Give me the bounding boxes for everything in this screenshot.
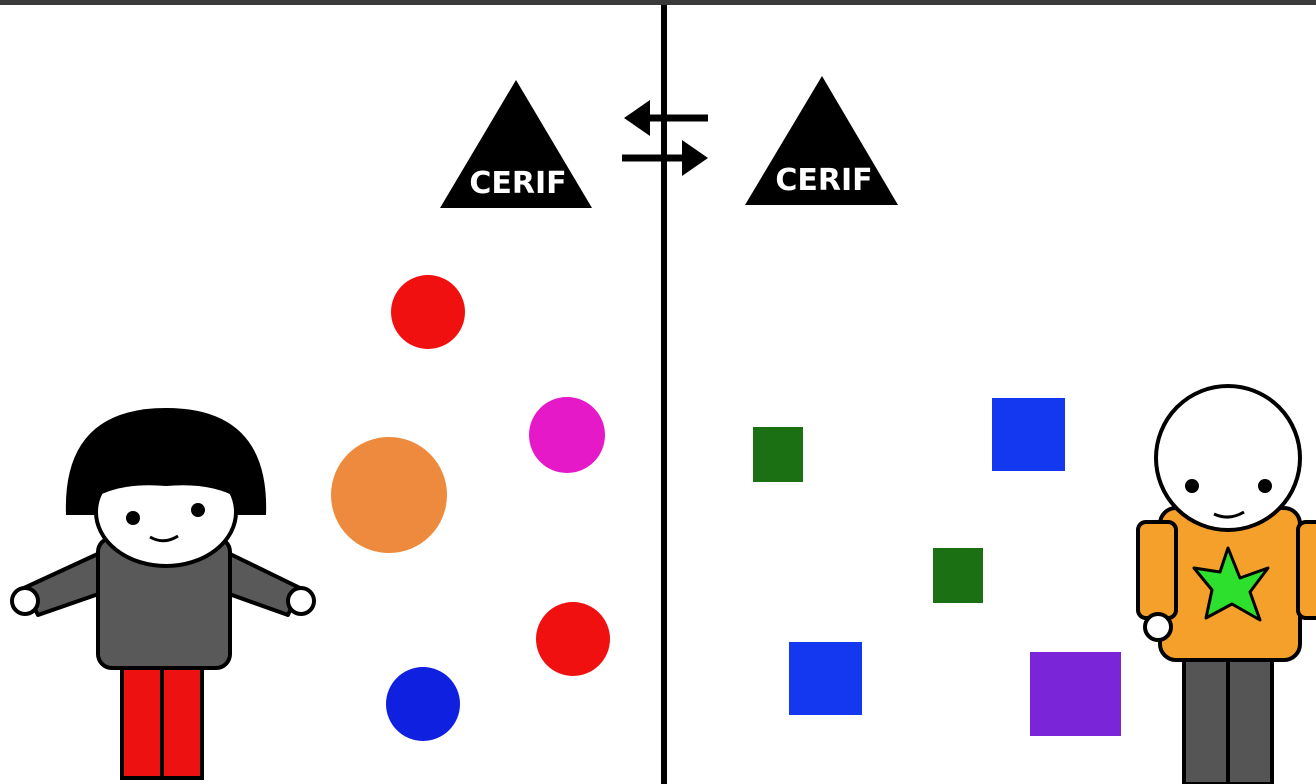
left-triangle-label: CERIF (469, 166, 566, 201)
blue-square (789, 642, 862, 715)
green-square (933, 548, 983, 603)
magenta-circle (529, 397, 605, 473)
top-border (0, 0, 1316, 5)
red-circle (391, 275, 465, 349)
left-cerif-triangle: CERIF (440, 80, 592, 208)
orange-circle (331, 437, 447, 553)
right-cerif-triangle: CERIF (745, 76, 898, 205)
green-square (753, 427, 803, 482)
red-circle (536, 602, 610, 676)
right-triangle-label: CERIF (775, 163, 872, 198)
blue-square (992, 398, 1065, 471)
blue-circle (386, 667, 460, 741)
boy-figure-icon (1138, 386, 1316, 784)
purple-square (1030, 652, 1121, 736)
girl-figure-icon (12, 408, 314, 778)
